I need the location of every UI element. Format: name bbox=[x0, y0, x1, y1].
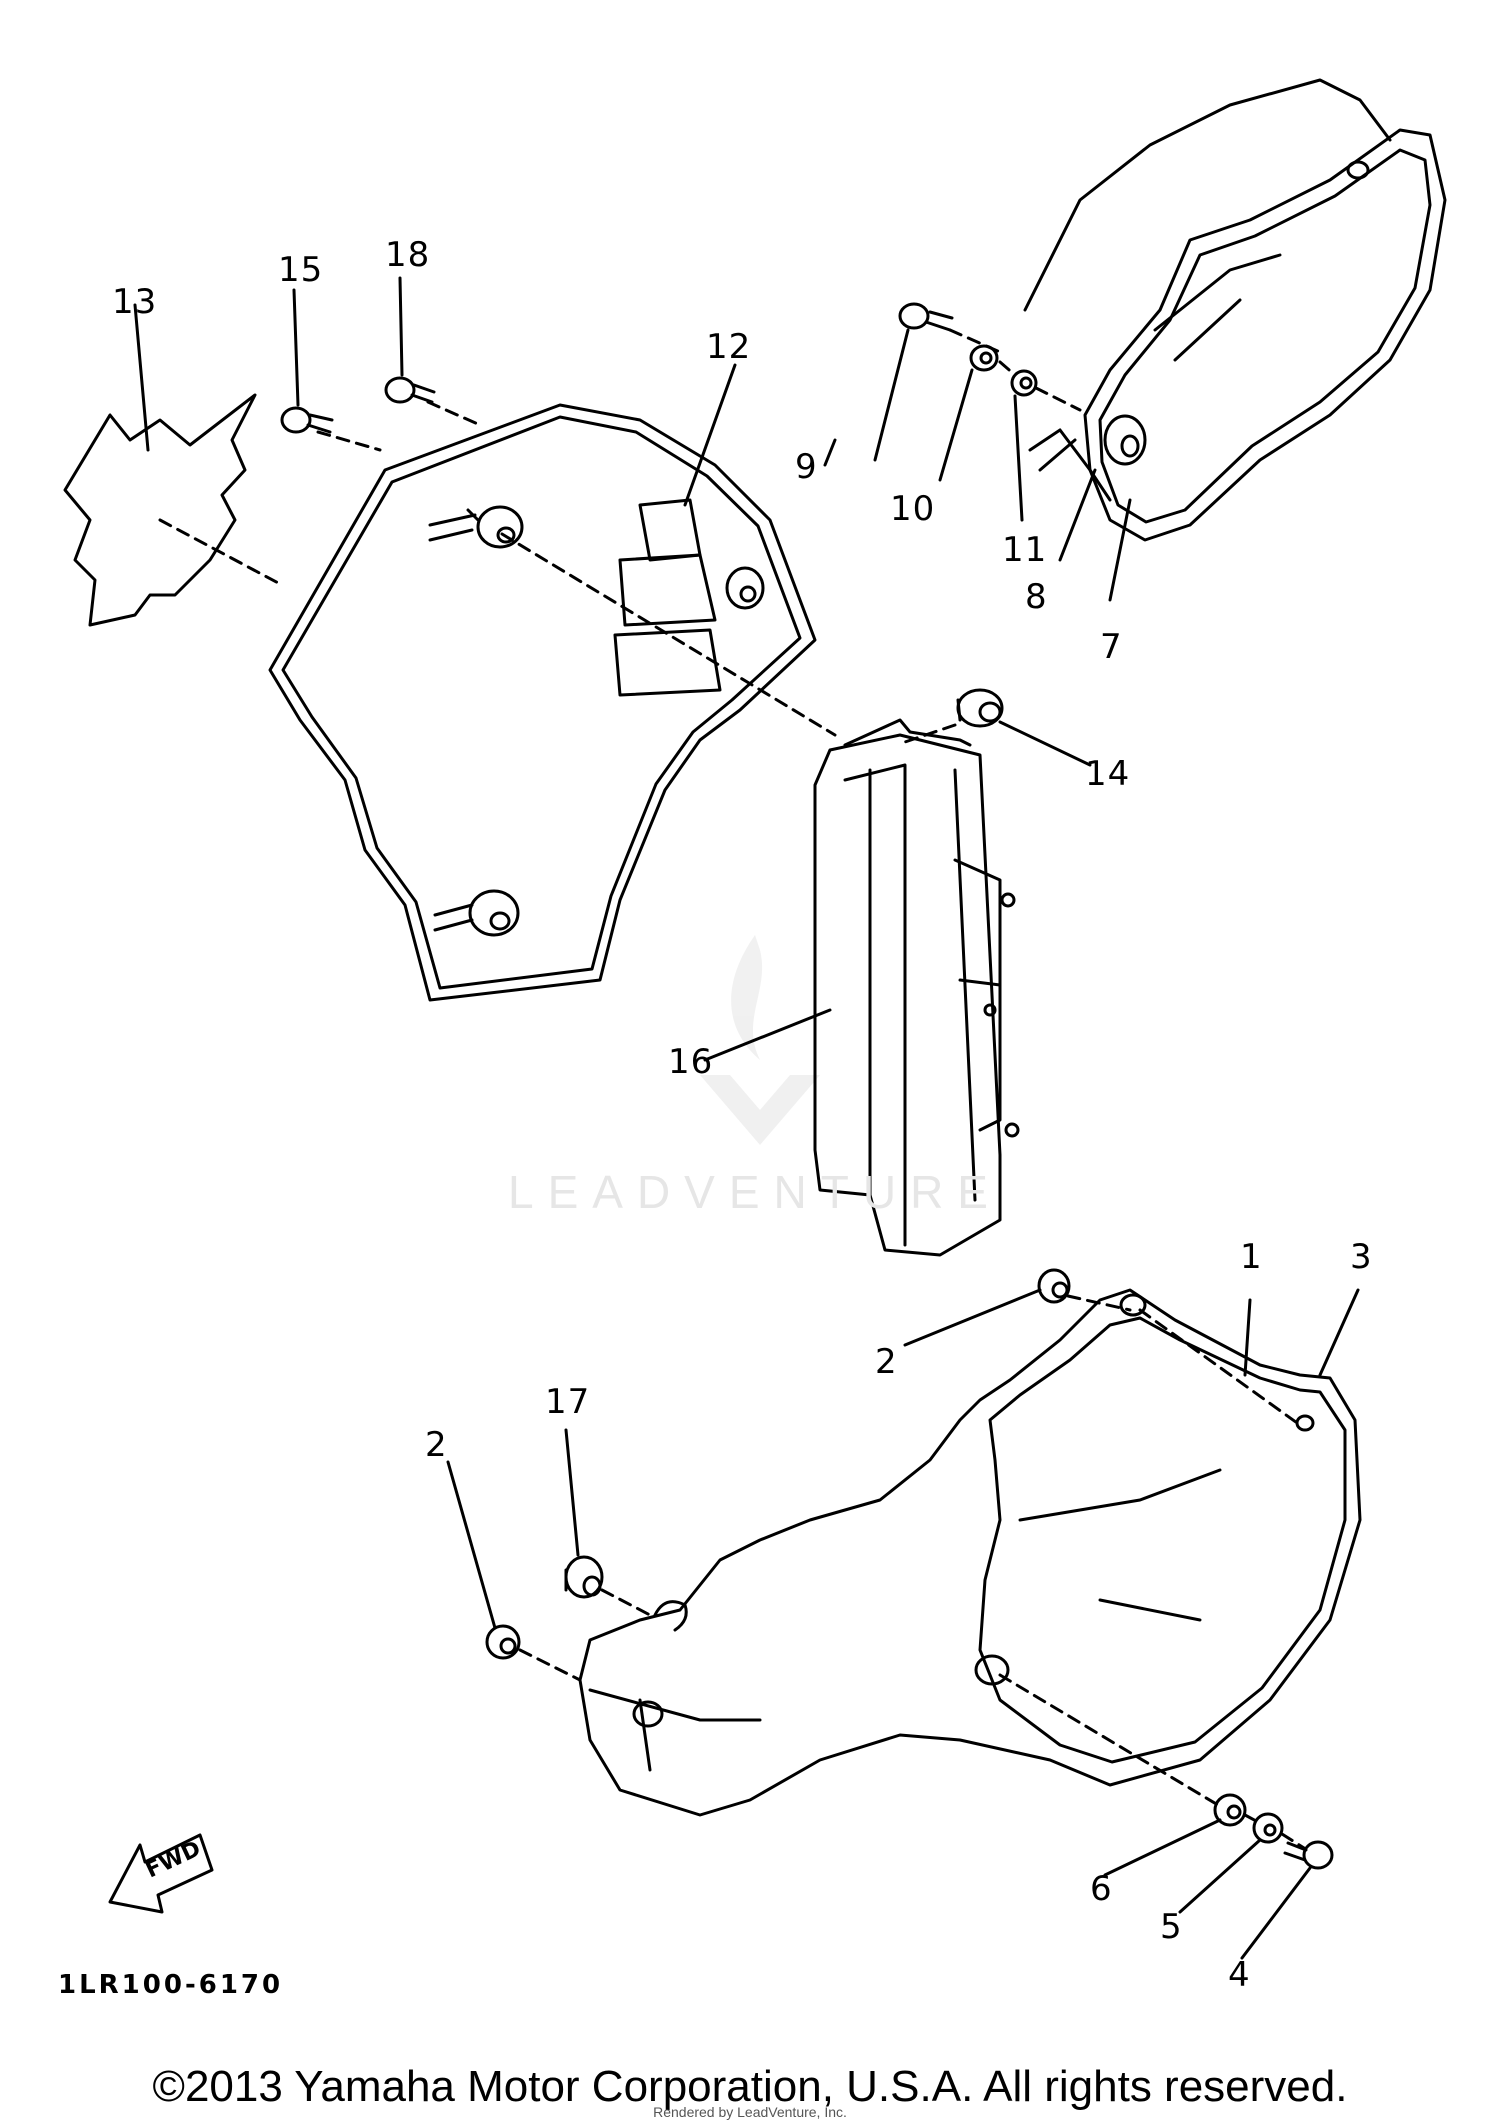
part-6-collar bbox=[1213, 1793, 1247, 1827]
fwd-arrow-icon bbox=[108, 1833, 214, 1914]
callout-15: 15 bbox=[278, 250, 324, 290]
part-9-screw bbox=[898, 302, 954, 332]
part-17-damper bbox=[564, 1555, 604, 1599]
callout-14: 14 bbox=[1085, 754, 1131, 794]
callout-16: 16 bbox=[668, 1042, 714, 1082]
callout-17: 17 bbox=[545, 1382, 591, 1422]
callout-2-left: 2 bbox=[425, 1425, 448, 1465]
callout-3: 3 bbox=[1350, 1237, 1373, 1277]
part-18-screw bbox=[384, 376, 436, 404]
part-16-air-filter bbox=[813, 718, 1020, 1257]
leader-lines bbox=[133, 276, 1360, 1960]
callout-10: 10 bbox=[890, 489, 936, 529]
part-4-bolt bbox=[1283, 1840, 1334, 1870]
part-10-washer bbox=[969, 344, 999, 372]
copyright-notice: ©2013 Yamaha Motor Corporation, U.S.A. A… bbox=[152, 2062, 1348, 2111]
part-7-side-cover bbox=[1023, 78, 1447, 542]
callout-4: 4 bbox=[1228, 1955, 1251, 1995]
part-15-screw bbox=[280, 406, 334, 434]
part-8-band bbox=[1028, 428, 1112, 502]
rendered-by-credit: Rendered by LeadVenture, Inc. bbox=[653, 2104, 847, 2120]
alignment-lines bbox=[158, 328, 1306, 1850]
part-2-grommet-left bbox=[485, 1624, 521, 1660]
callout-13: 13 bbox=[112, 282, 158, 322]
callout-8: 8 bbox=[1025, 577, 1048, 617]
part-14-grommet bbox=[956, 688, 1004, 728]
callout-1: 1 bbox=[1240, 1237, 1263, 1277]
watermark-text: LEADVENTURE bbox=[508, 1166, 1002, 1218]
leadventure-watermark-logo bbox=[700, 935, 820, 1145]
callout-11: 11 bbox=[1002, 530, 1048, 570]
callout-6: 6 bbox=[1090, 1869, 1113, 1909]
callout-12: 12 bbox=[706, 327, 752, 367]
callout-5: 5 bbox=[1160, 1907, 1183, 1947]
part-2-grommet-top bbox=[1037, 1268, 1071, 1304]
diagram-code: 1LR100-6170 bbox=[58, 1970, 284, 2000]
callout-2-top: 2 bbox=[875, 1342, 898, 1382]
part-1-lower-side-cover bbox=[578, 1288, 1362, 1817]
part-13-decal bbox=[63, 393, 257, 627]
part-12-side-cover bbox=[268, 403, 817, 1002]
callout-18: 18 bbox=[385, 235, 431, 275]
part-5-washer bbox=[1252, 1812, 1284, 1844]
part-11-nut bbox=[1010, 369, 1038, 397]
callout-9: 9 bbox=[795, 447, 818, 487]
callout-7: 7 bbox=[1100, 627, 1123, 667]
